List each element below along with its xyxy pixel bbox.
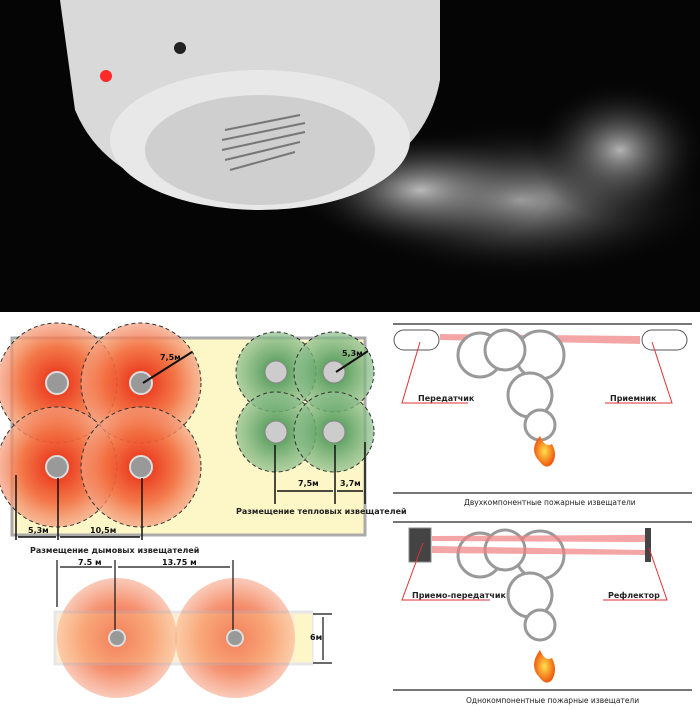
smoke-layout-caption: Размещение дымовых извещателей <box>30 546 199 555</box>
heat-wall-distance-label: 3,7м <box>340 479 361 488</box>
two-component-beam-diagram: Передатчик Приемник Двухкомпонентные пож… <box>393 323 692 507</box>
corridor-width-label: 6м <box>310 633 322 642</box>
heat-radius-label: 5,3м <box>342 349 363 358</box>
heat-detector-icon <box>264 420 288 444</box>
reflector-label: Рефлектор <box>608 591 660 600</box>
transmitter-label: Передатчик <box>418 394 475 403</box>
smoke-detector-icon <box>45 455 69 479</box>
heat-detector-icon <box>322 420 346 444</box>
smoke-cloud-icon <box>456 328 566 442</box>
two-component-caption: Двухкомпонентные пожарные извещатели <box>464 498 636 507</box>
one-component-beam-diagram: Приемо-передатчик Рефлектор Однокомпонен… <box>393 521 692 705</box>
transceiver-label: Приемо-передатчик <box>412 591 507 600</box>
smoke-spacing-label: 10,5м <box>90 526 116 535</box>
smoke-radius-label: 7,5м <box>160 353 181 362</box>
fire-icon <box>534 650 555 683</box>
smoke-cloud-icon <box>456 528 566 642</box>
smoke-detector-icon <box>45 371 69 395</box>
receiver-label: Приемник <box>610 394 657 403</box>
heat-detector-icon <box>264 360 288 384</box>
heat-detector-layout: 5,3м 7,5м 3,7м Размещение тепловых извещ… <box>235 331 407 516</box>
one-component-caption: Однокомпонентные пожарные извещатели <box>466 696 639 705</box>
corridor-spacing-label: 13.75 м <box>162 558 197 567</box>
corridor-layout: 7.5 м 13.75 м 6м <box>53 558 332 698</box>
heat-layout-caption: Размещение тепловых извещателей <box>236 507 407 516</box>
smoke-detector-icon <box>129 371 153 395</box>
receiver-icon <box>641 329 688 351</box>
smoke-detector-layout: 7,5м 5,3м 10,5м Размещение дымовых извещ… <box>0 322 367 555</box>
heat-spacing-label: 7,5м <box>298 479 319 488</box>
smoke-detector-photo <box>0 0 700 312</box>
corridor-wall-distance-label: 7.5 м <box>78 558 102 567</box>
transmitter-icon <box>393 329 440 351</box>
transceiver-icon <box>408 527 432 563</box>
reflector-icon <box>645 528 651 562</box>
fire-icon <box>534 436 555 467</box>
smoke-detector-icon <box>226 629 244 647</box>
smoke-wall-distance-label: 5,3м <box>28 526 49 535</box>
heat-detector-icon <box>322 360 346 384</box>
smoke-detector-icon <box>129 455 153 479</box>
smoke-detector-icon <box>108 629 126 647</box>
